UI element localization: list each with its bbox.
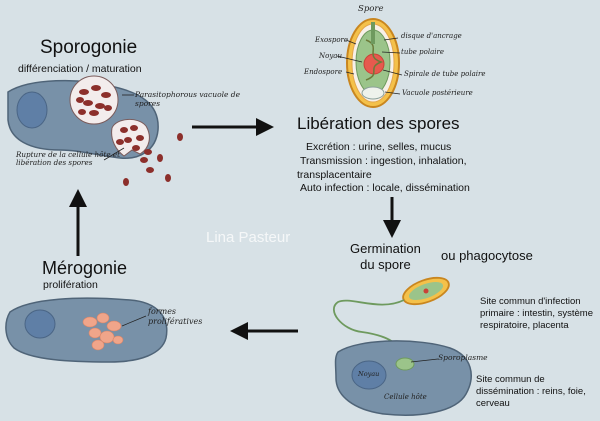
label-exospore: Exospore: [315, 36, 349, 44]
germination-host-cell: [334, 340, 472, 416]
sporogonie-title: Sporogonie: [40, 37, 138, 58]
label-vacuole-posterieure: Vacuole postérieure: [402, 89, 473, 97]
proliferative-forms: [82, 312, 124, 351]
merogonie-title: Mérogonie: [42, 258, 128, 278]
sporogonie-subtitle: différenciation / maturation: [18, 63, 142, 75]
liberation-title: Libération des spores: [297, 114, 460, 133]
site-dissemination: Site commun de dissémination : reins, fo…: [476, 374, 586, 409]
host-nucleus: [16, 91, 48, 129]
germination-title: Germination du spore: [350, 241, 421, 272]
label-parasitophorous-vacuole: Parasitophorous vacuole de spores: [135, 90, 241, 108]
label-noyau-spore: Noyau: [319, 52, 342, 60]
label-disque: disque d'ancrage: [401, 32, 462, 40]
liberation-line-4: Auto infection : locale, dissémination: [300, 182, 470, 194]
merogonie-host-cell: [5, 297, 168, 363]
vacuole-spores: [76, 85, 112, 116]
label-tube-polaire: tube polaire: [401, 48, 445, 56]
site-primaire: Site commun d'infection primaire : intes…: [480, 296, 593, 331]
label-sporoplasme: Sporoplasme: [438, 353, 488, 362]
liberation-line-2: Transmission : ingestion, inhalation,: [300, 155, 467, 167]
label-cellule-hote: Cellule hôte: [384, 393, 427, 401]
sporogonie-host-cell: [7, 75, 183, 186]
merogonie-subtitle: prolifération: [43, 279, 98, 291]
label-noyau-host: Noyau: [358, 370, 380, 378]
watermark: Lina Pasteur: [206, 229, 291, 246]
released-spores: [116, 125, 183, 186]
label-rupture: Rupture de la cellule hôte et libération…: [16, 150, 121, 167]
spore-anatomy: [336, 18, 403, 108]
label-endospore: Endospore: [304, 68, 343, 76]
spore-title: Spore: [358, 4, 384, 14]
label-formes-proliferatives: formes prolifératives: [148, 307, 203, 326]
label-spirale: Spirale de tube polaire: [404, 70, 486, 78]
liberation-line-3: transplacentaire: [297, 169, 372, 181]
germination-alt: ou phagocytose: [441, 248, 533, 263]
liberation-line-1: Excrétion : urine, selles, mucus: [306, 141, 452, 153]
